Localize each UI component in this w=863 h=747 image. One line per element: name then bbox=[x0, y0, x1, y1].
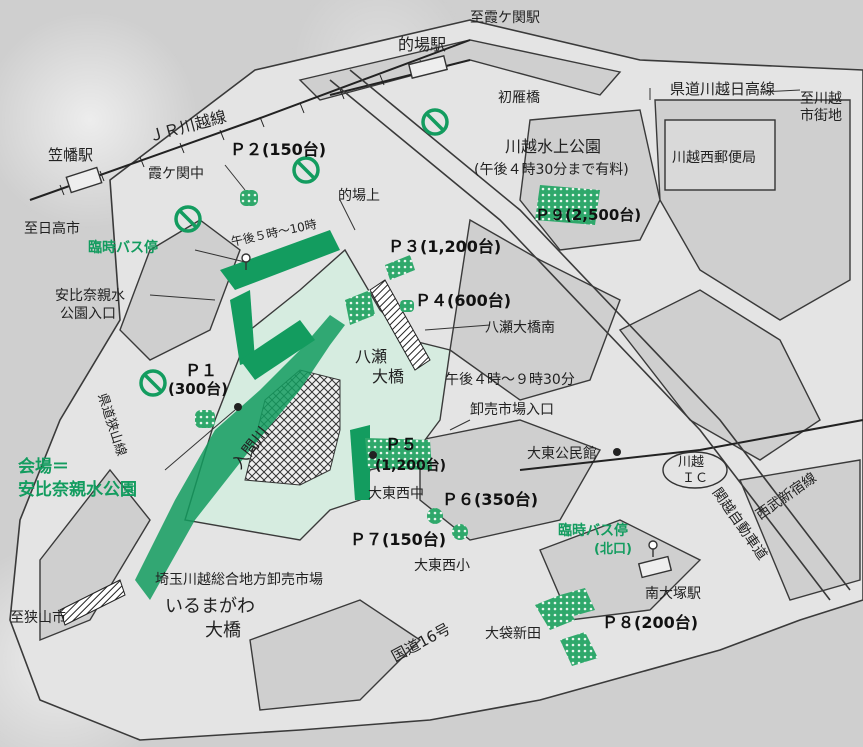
minami-otsuka-box bbox=[637, 555, 673, 579]
label-p3: Ｐ３(1,200台) bbox=[388, 237, 501, 256]
p8-lot-b bbox=[560, 632, 598, 666]
label-water-park-2: (午後４時30分まで有料) bbox=[474, 162, 629, 178]
p8-lot-c bbox=[560, 588, 595, 617]
label-daito-nishi-chu: 大東西中 bbox=[368, 486, 424, 502]
label-to-kasumigaseki-station: 至霞ケ関駅 bbox=[470, 10, 540, 26]
kawagoe-ic-circle bbox=[662, 451, 728, 489]
event-venue-outline bbox=[220, 230, 370, 500]
label-prefectural-road: 県道川越日高線 bbox=[670, 80, 775, 98]
p4-lot bbox=[345, 290, 375, 325]
no-entry-icon bbox=[421, 108, 449, 136]
kominkan-dot-icon bbox=[613, 448, 621, 456]
label-kawagoe-ic-2: ＩＣ bbox=[682, 471, 708, 486]
label-p8: Ｐ８(200台) bbox=[602, 613, 698, 632]
label-venue-1: 会場＝ bbox=[18, 456, 69, 477]
label-p7: Ｐ７(150台) bbox=[350, 530, 446, 549]
city-blocks bbox=[39, 39, 861, 711]
label-market-name: 埼玉川越総合地方卸売市場 bbox=[155, 571, 323, 588]
label-water-park-1: 川越水上公園 bbox=[505, 137, 601, 156]
label-kawagoe-ic-1: 川越 bbox=[678, 455, 704, 470]
label-p4: Ｐ４(600台) bbox=[415, 291, 511, 310]
label-temp-bus-stop-north: 臨時バス停 bbox=[558, 522, 628, 539]
label-to-sayama: 至狭山市 bbox=[10, 609, 66, 626]
label-abina-entrance-2: 公園入口 bbox=[60, 306, 116, 322]
bus-stop-icon bbox=[241, 253, 251, 270]
label-p6: Ｐ６(350台) bbox=[442, 490, 538, 509]
label-hatsukari-bridge: 初雁橋 bbox=[498, 89, 540, 106]
label-north-exit: (北口) bbox=[594, 542, 632, 557]
label-p2: Ｐ２(150台) bbox=[230, 140, 326, 159]
label-p1-a: Ｐ１ bbox=[185, 361, 217, 380]
label-matoba-kami: 的場上 bbox=[338, 188, 380, 204]
p2-lot bbox=[240, 190, 258, 206]
p6-lot bbox=[427, 508, 443, 524]
kasahata-station-box bbox=[65, 166, 103, 194]
post-office-box bbox=[664, 119, 776, 191]
kanetsu-expressway-line bbox=[329, 69, 851, 601]
label-yase-1: 八瀬 bbox=[355, 347, 387, 366]
label-kawagoe-west-post: 川越西郵便局 bbox=[672, 150, 756, 166]
label-venue-2: 安比奈親水公園 bbox=[18, 479, 137, 500]
no-entry-icon bbox=[292, 156, 320, 184]
label-irumagawa-bridge-1: いるまがわ bbox=[165, 596, 255, 617]
p9-lot bbox=[535, 185, 600, 225]
p1-lot bbox=[195, 410, 215, 428]
label-p5-a: Ｐ５ bbox=[385, 435, 417, 454]
label-p9: Ｐ９(2,500台) bbox=[535, 206, 641, 224]
railway-ticks bbox=[59, 59, 425, 196]
label-obukuro-shinden: 大袋新田 bbox=[485, 626, 541, 642]
label-yase-bridge-south: 八瀬大橋南 bbox=[485, 320, 555, 336]
bus-stop-icon bbox=[648, 540, 658, 557]
label-abina-entrance-1: 安比奈親水 bbox=[55, 288, 125, 304]
p5-dot-icon bbox=[369, 451, 377, 459]
p7-lot bbox=[452, 524, 468, 540]
label-p5-b: (1,200台) bbox=[375, 457, 446, 474]
label-daito-kominkan: 大東公民館 bbox=[527, 445, 597, 462]
p5-lot bbox=[365, 438, 432, 470]
label-matoba-station: 的場駅 bbox=[398, 35, 446, 54]
label-temp-bus-stop: 臨時バス停 bbox=[88, 239, 158, 256]
label-kasumigaseki-naka: 霞ケ関中 bbox=[148, 166, 204, 182]
label-to-kawagoe-1: 至川越 bbox=[800, 91, 842, 107]
label-p1-b: (300台) bbox=[168, 380, 228, 398]
p1-dot-icon bbox=[234, 403, 242, 411]
label-daito-nishi-sho: 大東西小 bbox=[414, 558, 470, 574]
label-to-kawagoe-2: 市街地 bbox=[800, 107, 842, 124]
parking-lots bbox=[195, 185, 600, 666]
label-irumagawa-bridge-2: 大橋 bbox=[205, 620, 241, 641]
label-minami-otsuka-station: 南大塚駅 bbox=[645, 586, 701, 602]
irumagawa-bridge bbox=[59, 579, 126, 626]
no-entry-icon bbox=[139, 369, 167, 397]
label-to-hidaka: 至日高市 bbox=[24, 220, 80, 237]
label-market-entrance: 卸売市場入口 bbox=[470, 401, 554, 418]
p3-lot bbox=[385, 255, 415, 280]
labels: 至霞ケ関駅 的場駅 笠幡駅 ＪＲ川越線 至日高市 霞ケ関中 Ｐ２(150台) 的… bbox=[10, 10, 842, 666]
label-kasahata-station: 笠幡駅 bbox=[48, 146, 93, 164]
yase-bridge bbox=[369, 279, 431, 371]
label-yase-2: 大橋 bbox=[372, 367, 404, 386]
matoba-station-box bbox=[407, 55, 449, 79]
label-afternoon-4-930: 午後４時～９時30分 bbox=[445, 372, 575, 388]
iruma-river bbox=[135, 315, 345, 600]
p4-lot-b bbox=[400, 300, 414, 312]
leader-lines bbox=[149, 88, 801, 471]
no-entry-icon bbox=[174, 205, 202, 233]
